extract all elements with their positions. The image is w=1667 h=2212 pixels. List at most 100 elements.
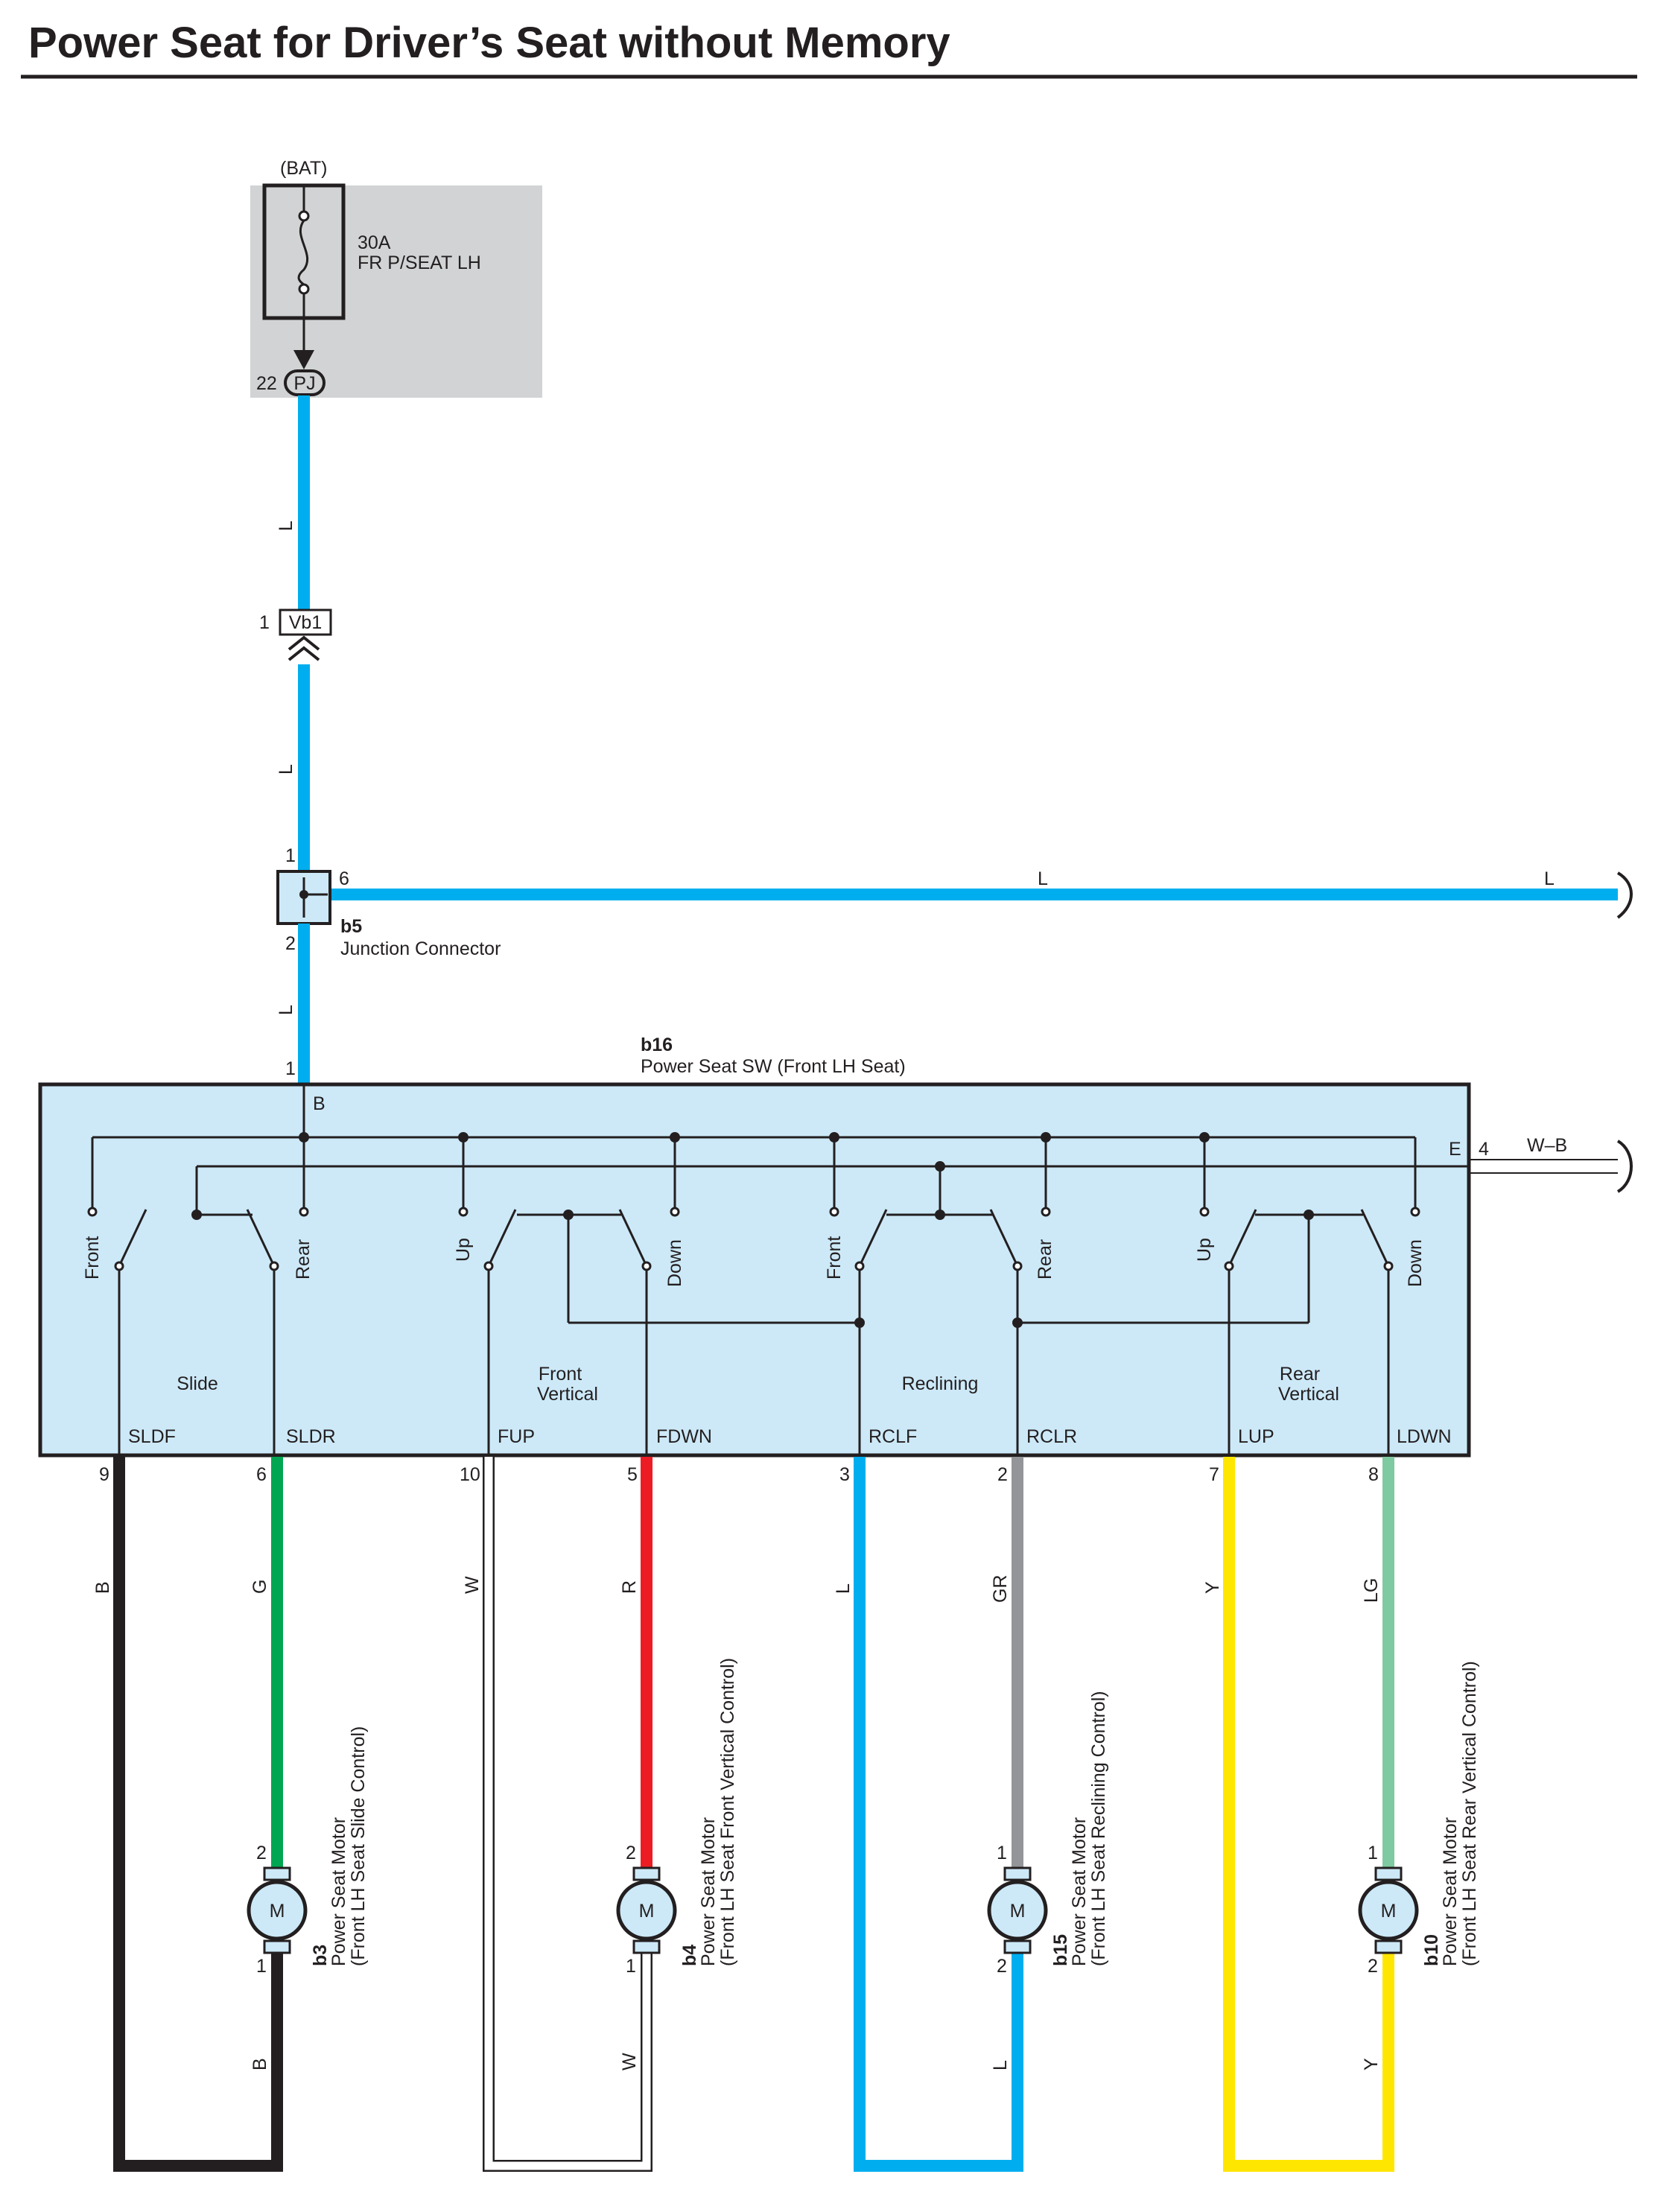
wire-w-fup — [484, 1457, 651, 2170]
terminal-fdwn: FDWN — [656, 1426, 712, 1447]
motor-pin-bottom: 2 — [997, 1956, 1007, 1977]
fuse-block: (BAT) 30A FR P/SEAT LH PJ 22 — [250, 158, 542, 398]
junction-name: Junction Connector — [340, 938, 501, 959]
switch-b-label: B — [313, 1093, 326, 1114]
junction-connector-b5: 1 6 2 b5 Junction Connector L L — [276, 845, 1633, 959]
motor-symbol: M — [639, 1901, 655, 1922]
wire-label-lg: LG — [1361, 1578, 1382, 1603]
motor-name-line2: (Front LH Seat Slide Control) — [348, 1726, 369, 1966]
section-front-vertical-line2: Vertical — [537, 1384, 598, 1405]
fuse-box-background — [250, 185, 542, 398]
switch-code: b16 — [641, 1035, 673, 1055]
wire-label-l-2: L — [276, 764, 296, 775]
wire-label-gr: GR — [990, 1575, 1011, 1604]
contact-node — [191, 1210, 202, 1220]
wire-l-rclf — [854, 1457, 1023, 2172]
contact-node — [563, 1210, 574, 1220]
junction-code: b5 — [340, 916, 362, 937]
motor-code: b10 — [1421, 1934, 1442, 1966]
wire-label-w-return: W — [619, 2053, 640, 2070]
motor-code: b3 — [310, 1945, 331, 1966]
motor-circuit-b4: W R W M 2 1 b4 Power Seat Motor (Front L… — [462, 1457, 738, 2172]
switch-e-pin: 4 — [1479, 1139, 1489, 1160]
bus-node — [299, 1132, 309, 1142]
switch-name: Power Seat SW (Front LH Seat) — [641, 1056, 906, 1077]
motor-pin-top: 1 — [997, 1843, 1007, 1863]
motor-name-line1: Power Seat Motor — [698, 1817, 719, 1966]
terminal-sldr: SLDR — [286, 1426, 336, 1447]
junction-pin-right: 6 — [339, 868, 349, 889]
pin-fup: 10 — [460, 1464, 480, 1485]
junction-pin-bottom: 2 — [285, 933, 296, 954]
pin-ldwn: 8 — [1368, 1464, 1379, 1485]
bus-node — [670, 1132, 680, 1142]
pj-connector — [284, 369, 326, 396]
power-seat-switch-b16 — [38, 1082, 1471, 1458]
terminal-sldf: SLDF — [128, 1426, 176, 1447]
wire-label-l-out-b: L — [1544, 868, 1555, 889]
motor-pin-bottom: 1 — [626, 1956, 636, 1977]
wire-label-l-1: L — [276, 521, 296, 531]
motor-name-line2: (Front LH Seat Front Vertical Control) — [717, 1658, 738, 1966]
front-vertical-down-label: Down — [664, 1239, 685, 1287]
fuse-name-label: FR P/SEAT LH — [358, 252, 481, 273]
motor-icon — [616, 1880, 677, 1941]
switch-e-label: E — [1449, 1139, 1461, 1160]
motor-icon — [247, 1880, 308, 1941]
contact-terminals — [87, 1207, 1420, 1271]
terminal-rclf: RCLF — [869, 1426, 917, 1447]
connector-chevron-icon — [288, 635, 320, 651]
motor-code: b15 — [1050, 1934, 1071, 1966]
terminal-lup: LUP — [1238, 1426, 1274, 1447]
wire-label-g: G — [250, 1580, 270, 1594]
reclining-rear-label: Rear — [1035, 1239, 1055, 1280]
fuse-terminal-top — [298, 210, 310, 222]
arrow-down-icon — [293, 350, 314, 369]
vb1-label: Vb1 — [289, 612, 322, 633]
bus-node — [1041, 1132, 1051, 1142]
pin-rclr: 2 — [997, 1464, 1008, 1485]
fuse-terminal-bottom — [298, 283, 310, 295]
wire-label-r: R — [619, 1580, 640, 1594]
pin-rclf: 3 — [839, 1464, 850, 1485]
wire-label-y: Y — [1202, 1581, 1223, 1594]
pj-pin-label: 22 — [256, 373, 277, 394]
contact-node — [935, 1210, 945, 1220]
motor-symbol: M — [1010, 1901, 1026, 1922]
wire-label-l-return: L — [990, 2060, 1011, 2070]
connector-chevron-icon-2 — [288, 646, 320, 661]
switch-b-pin: 1 — [285, 1058, 296, 1079]
section-rear-vertical-line2: Vertical — [1278, 1384, 1339, 1405]
pin-fdwn: 5 — [627, 1464, 638, 1485]
motor-pin-bottom: 2 — [1368, 1956, 1378, 1977]
wire-break-icon — [1616, 871, 1633, 919]
switch-power-bus — [91, 1084, 1417, 1208]
slide-rear-label: Rear — [293, 1239, 314, 1280]
reclining-front-label: Front — [824, 1236, 845, 1280]
page-title: Power Seat for Driver’s Seat without Mem… — [28, 19, 950, 67]
terminal-fup: FUP — [498, 1426, 535, 1447]
wire-label-l-out-a: L — [1038, 868, 1048, 889]
motor-circuit-b3: B G B M 2 1 b3 Power Seat Motor (Front L… — [92, 1457, 369, 2172]
motor-name-line2: (Front LH Seat Rear Vertical Control) — [1459, 1661, 1480, 1966]
motor-name-line1: Power Seat Motor — [1069, 1817, 1090, 1966]
junction-pin-top: 1 — [285, 845, 296, 866]
motor-icon — [1358, 1880, 1419, 1941]
pin-lup: 7 — [1209, 1464, 1219, 1485]
section-front-vertical-line1: Front — [539, 1364, 582, 1385]
bus-node — [458, 1132, 469, 1142]
vb1-connector: Vb1 1 — [259, 608, 332, 661]
wire-label-l-3: L — [276, 1005, 296, 1015]
section-rear-vertical-line1: Rear — [1280, 1364, 1320, 1385]
motor-circuit-b15: L GR L M 1 2 b15 Power Seat Motor (Front… — [833, 1457, 1109, 2172]
front-vertical-up-label: Up — [453, 1238, 474, 1262]
section-reclining: Reclining — [902, 1373, 979, 1394]
fuse-amp-label: 30A — [358, 232, 391, 253]
wire-label-w: W — [462, 1576, 483, 1594]
contact-node — [1012, 1318, 1023, 1328]
bus-node — [829, 1132, 839, 1142]
section-slide: Slide — [177, 1373, 218, 1394]
motor-name-line1: Power Seat Motor — [328, 1817, 349, 1966]
contact-node — [854, 1318, 865, 1328]
pj-connector-label: PJ — [293, 373, 315, 394]
